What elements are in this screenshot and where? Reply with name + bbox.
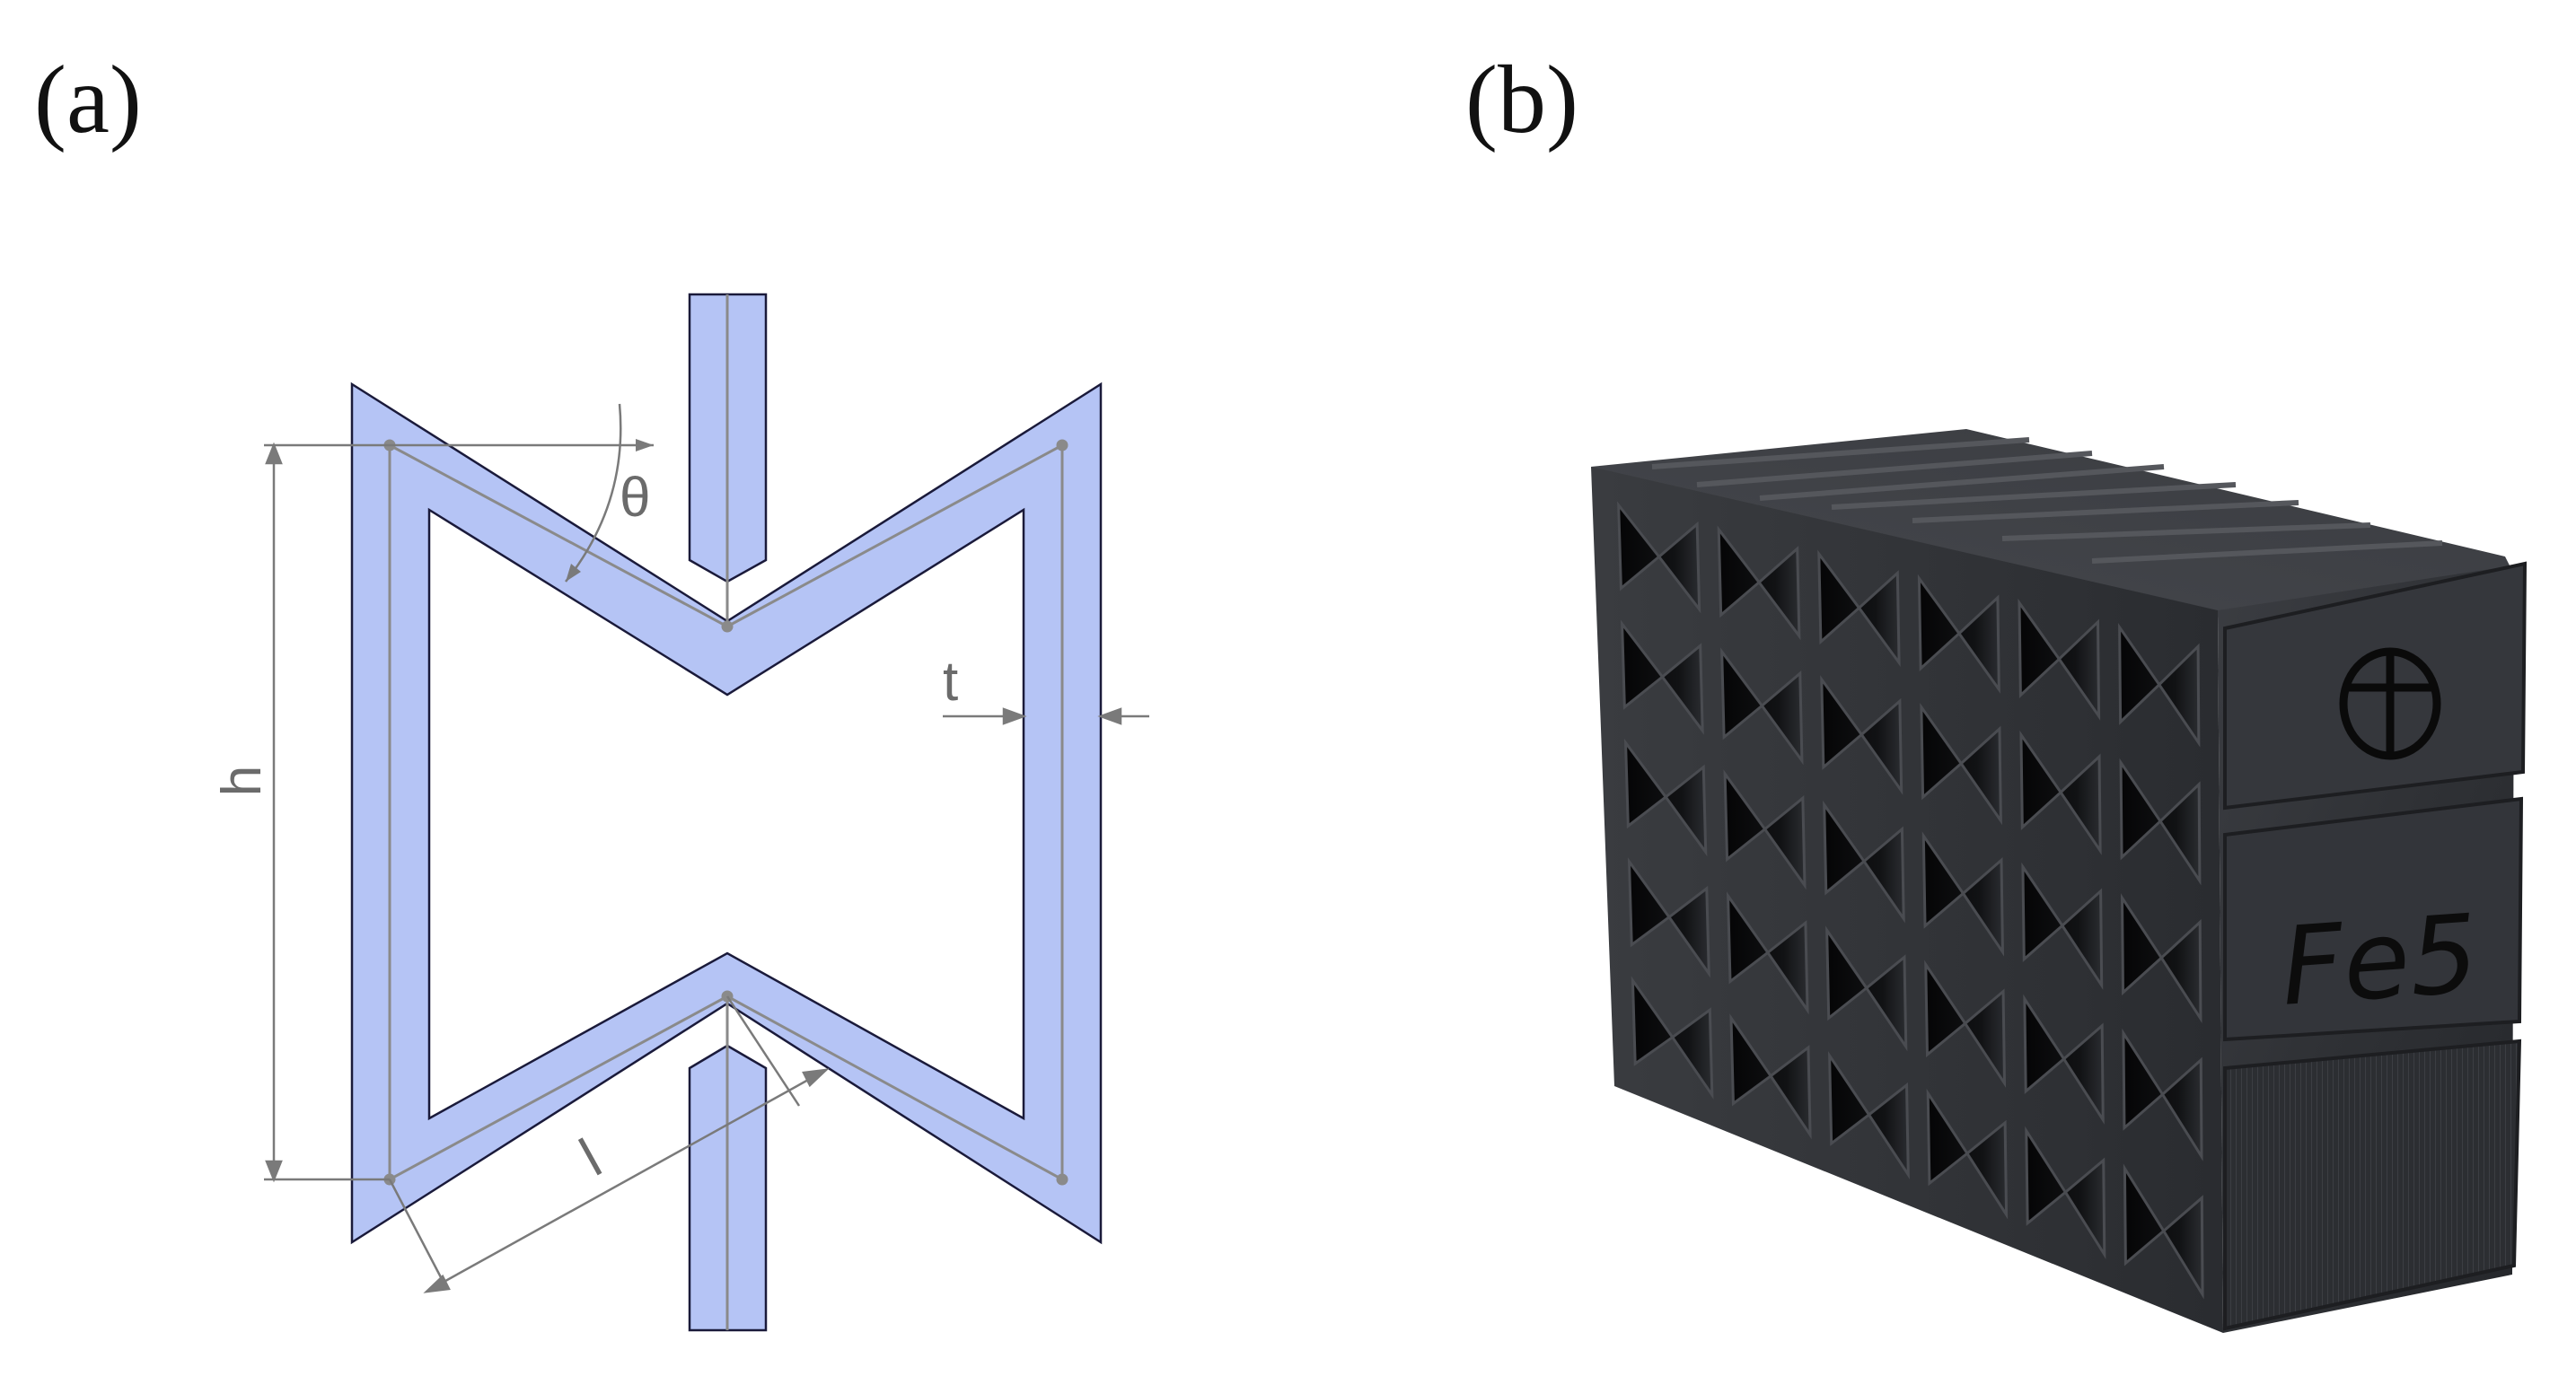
sample-cell <box>1631 976 1714 1100</box>
sample-cell <box>1627 857 1710 978</box>
side-band-bottom <box>2223 1039 2522 1331</box>
centerlines <box>383 294 1068 1330</box>
side-band-middle <box>2223 796 2524 1042</box>
sample-cell <box>1926 1088 2009 1220</box>
sample-cell <box>2123 1163 2204 1300</box>
marker-circle-symbol <box>2339 647 2441 760</box>
sample-cell <box>1623 738 1708 857</box>
sample-cell <box>1717 525 1801 641</box>
sample-cell <box>2019 730 2102 855</box>
angle-label: θ <box>620 467 650 529</box>
cell-grid <box>1617 501 2204 1300</box>
sample-cell <box>1924 960 2007 1089</box>
sample-cell <box>1921 831 2005 957</box>
sample-cell <box>1820 675 1903 795</box>
sample-cell <box>1917 574 2000 694</box>
sample-cell <box>2025 1126 2106 1259</box>
panel-b-label: (b) <box>1465 47 1578 153</box>
sample-cell <box>2023 994 2105 1125</box>
sample-cell <box>2122 1028 2203 1161</box>
sample-cell <box>1825 925 1908 1052</box>
sample-cell <box>1729 1013 1812 1140</box>
length-dimension <box>388 995 830 1293</box>
sample-cell <box>1620 619 1704 735</box>
height-label: h <box>211 766 273 796</box>
printed-sample-photo: Fe5 <box>1591 429 2528 1333</box>
sample-cell <box>2120 893 2202 1024</box>
length-label: l <box>570 1128 611 1188</box>
marker-label-fe5: Fe5 <box>2277 892 2482 1030</box>
panel-a-label: (a) <box>34 47 142 153</box>
sample-cell <box>2021 862 2104 990</box>
sample-cell <box>1726 891 1809 1015</box>
sample-cell <box>1920 702 2002 826</box>
sample-front-face <box>1591 467 2223 1333</box>
top-ridges <box>1651 437 2443 564</box>
unit-cell-diagram: h θ t l <box>211 293 1149 1332</box>
angle-dimension <box>390 403 654 583</box>
sample-cell <box>1720 647 1804 766</box>
sample-cell <box>1817 549 1901 668</box>
sample-cell <box>2018 598 2101 721</box>
sample-cell <box>2118 622 2201 748</box>
sample-cell <box>1823 800 1905 924</box>
thickness-label: t <box>943 651 958 713</box>
sample-cell <box>1828 1050 1910 1179</box>
sample-cell <box>2119 758 2202 886</box>
sample-cell <box>1617 501 1701 614</box>
sample-cell <box>1723 769 1807 890</box>
thickness-dimension <box>943 707 1149 725</box>
height-dimension <box>264 442 390 1183</box>
